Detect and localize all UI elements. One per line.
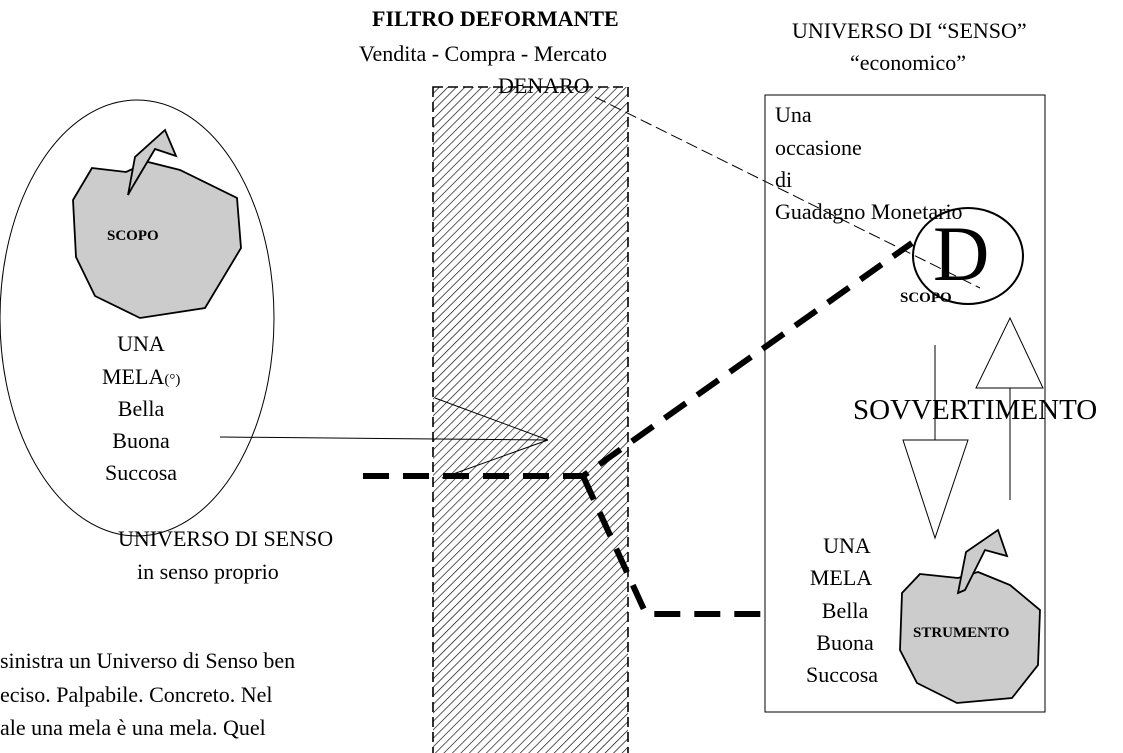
filter-subtitle: Vendita - Compra - Mercato [359, 41, 608, 66]
apple-text-line: Buona [816, 630, 874, 655]
filter-money-label: DENARO [498, 73, 590, 98]
money-letter: D [933, 210, 990, 297]
subversion-up-arrow [975, 316, 1044, 500]
apple-text-line: MELA(°) [102, 364, 181, 389]
purpose-label: SCOPO [900, 290, 952, 306]
body-text-line: ale una mela è una mela. Quel [0, 715, 266, 740]
occasion-line: Guadagno Monetario [775, 199, 963, 224]
purpose-label: SCOPO [107, 228, 159, 244]
body-text-line: eciso. Palpabile. Concreto. Nel [0, 682, 273, 707]
apple-icon [72, 128, 242, 319]
apple-text-line: Buona [112, 428, 170, 453]
subversion-label: SOVVERTIMENTO [853, 394, 1098, 426]
economic-universe-title: UNIVERSO DI “SENSO” [792, 18, 1027, 43]
apple-icon [899, 528, 1041, 704]
deforming-filter-column [432, 86, 629, 753]
money-circle [912, 207, 1024, 305]
universe-caption-sub: in senso proprio [137, 559, 279, 584]
degree-mark: (°) [164, 372, 181, 388]
deformation-arrow [219, 397, 549, 479]
apple-text-line: Succosa [104, 460, 178, 485]
left-universe-ellipse [0, 99, 275, 537]
body-text-line: sinistra un Universo di Senso ben [0, 648, 296, 673]
apple-text-line: MELA [809, 565, 873, 590]
apple-text-line: Bella [117, 396, 165, 421]
apple-text-line: UNA [823, 533, 871, 558]
occasion-line: di [775, 167, 793, 192]
instrument-path [580, 474, 770, 617]
apple-text-line: Bella [821, 598, 869, 623]
filter-title: FILTRO DEFORMANTE [372, 6, 619, 31]
apple-text-line: UNA [117, 331, 165, 356]
instrument-label: STRUMENTO [913, 625, 1010, 641]
money-link-line [594, 96, 981, 289]
subversion-down-arrow [902, 345, 969, 540]
universe-caption: UNIVERSO DI SENSO [118, 526, 334, 551]
economic-universe-box [764, 94, 1046, 713]
occasion-line: occasione [775, 135, 862, 160]
economic-universe-subtitle: “economico” [850, 50, 967, 75]
occasion-line: Una [775, 102, 812, 127]
apple-text-line: Succosa [805, 662, 879, 687]
